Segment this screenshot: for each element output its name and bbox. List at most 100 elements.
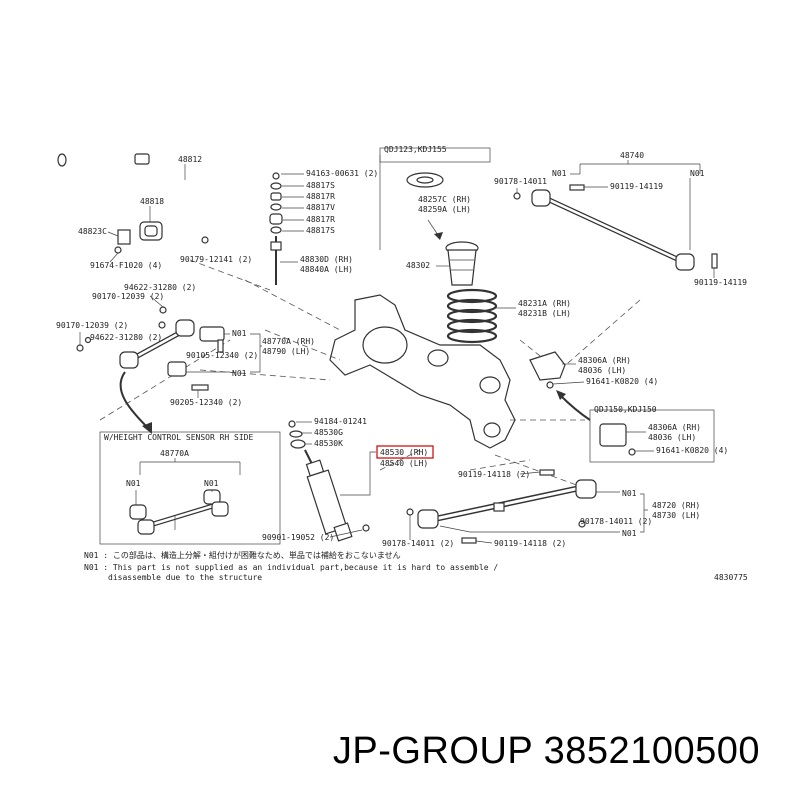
label-48530k: 48530K (314, 439, 343, 448)
bolt-icon (191, 384, 209, 391)
label-48830d: 48830D (RH) (300, 255, 353, 264)
label-48770a: 48770A (RH) (262, 337, 315, 346)
label-48306a: 48306A (RH) (578, 356, 631, 365)
nut-icon (76, 344, 84, 352)
label-n01a: N01 (552, 169, 567, 178)
washer-icon (84, 336, 92, 344)
label-48231a: 48231A (RH) (518, 299, 571, 308)
bolt-icon (461, 537, 477, 544)
label-48036: 48036 (LH) (578, 366, 626, 375)
label-48540: 48540 (LH) (380, 459, 428, 468)
lower-control-arm (417, 479, 597, 529)
label-n01d: N01 (232, 369, 247, 378)
bolt-icon (201, 236, 209, 244)
label-n01g: N01 (622, 489, 637, 498)
bolt-icon (569, 184, 585, 191)
label-48823c: 48823C (78, 227, 107, 236)
bracket-48823c (117, 229, 131, 245)
label-48770a2: 48770A (160, 449, 189, 458)
label-n01h: N01 (622, 529, 637, 538)
label-48257c: 48257C (RH) (418, 195, 471, 204)
label-48812: 48812 (178, 155, 202, 164)
rear-axle-housing (329, 294, 516, 449)
label-48302: 48302 (406, 261, 430, 270)
label-48036b: 48036 (LH) (648, 433, 696, 442)
label-48231b: 48231B (LH) (518, 309, 571, 318)
label-48818: 48818 (140, 197, 164, 206)
nut-icon (578, 520, 586, 528)
label-94622b: 94622-31280 (2) (90, 333, 162, 342)
label-wsensor: W/HEIGHT CONTROL SENSOR RH SIDE (104, 433, 253, 442)
bump-stopper (445, 241, 479, 286)
label-48817r2: 48817R (306, 215, 335, 224)
label-91674: 91674-F1020 (4) (90, 261, 162, 270)
stabilizer-bushing (139, 221, 163, 241)
arm-bushing (167, 361, 187, 377)
sensor-side-box (99, 431, 281, 545)
label-90170a: 90170-12039 (2) (92, 292, 164, 301)
nut-icon (406, 508, 414, 516)
label-90179a: 90179-12141 (2) (180, 255, 252, 264)
label-91641b: 91641-K0820 (4) (656, 446, 728, 455)
label-n01f: N01 (204, 479, 219, 488)
label-48817r: 48817R (306, 192, 335, 201)
footer-part-id: JP-GROUP 3852100500 (0, 730, 760, 773)
stabilizer-link-stack (269, 172, 283, 285)
label-48740: 48740 (620, 151, 644, 160)
nut-icon (159, 306, 167, 314)
nut-icon (513, 192, 521, 200)
bolt-icon (114, 246, 122, 254)
label-91641a: 91641-K0820 (4) (586, 377, 658, 386)
label-48817s2: 48817S (306, 226, 335, 235)
arm-bushing (199, 326, 225, 342)
label-48790: 48790 (LH) (262, 347, 310, 356)
label-90178c: 90178-14011 (2) (382, 539, 454, 548)
label-94184: 94184-01241 (314, 417, 367, 426)
label-90119d: 90119-14118 (2) (494, 539, 566, 548)
label-48720: 48720 (RH) (652, 501, 700, 510)
label-90205: 90205-12340 (2) (170, 398, 242, 407)
upper-control-arm (119, 319, 195, 369)
label-94163: 94163-00631 (2) (306, 169, 378, 178)
label-90170b: 90170-12039 (2) (56, 321, 128, 330)
stabilizer-bar (57, 153, 260, 246)
label-48530: 48530 (RH) (380, 448, 428, 457)
label-48259a: 48259A (LH) (418, 205, 471, 214)
bolt-icon (539, 469, 555, 476)
bolt-icon (217, 339, 224, 353)
variant-box-qdj2 (589, 409, 715, 463)
label-90178a: 90178-14011 (494, 177, 547, 186)
label-n01c: N01 (232, 329, 247, 338)
note-english-1: N01 : This part is not supplied as an in… (84, 563, 498, 572)
label-48817s: 48817S (306, 181, 335, 190)
label-n01e: N01 (126, 479, 141, 488)
label-48730: 48730 (LH) (652, 511, 700, 520)
figure-code: 4830775 (714, 573, 748, 582)
label-94622a: 94622-31280 (2) (124, 283, 196, 292)
sensor-control-arm (129, 489, 229, 535)
height-sensor-bracket-2 (599, 423, 636, 456)
label-n01b: N01 (690, 169, 705, 178)
label-90119c: 90119-14118 (2) (458, 470, 530, 479)
bolt-icon (711, 253, 718, 269)
label-90105: 90105-12340 (2) (186, 351, 258, 360)
height-sensor-bracket (529, 351, 566, 389)
label-qdj2: QDJ150,KDJ150 (594, 405, 657, 414)
label-48840a: 48840A (LH) (300, 265, 353, 274)
brand-name: JP-GROUP (332, 730, 533, 772)
shock-absorber (288, 420, 370, 542)
washer-icon (158, 321, 166, 329)
label-90178b: 90178-14011 (2) (580, 517, 652, 526)
upper-lateral-rod (531, 189, 695, 271)
label-90119b: 90119-14119 (694, 278, 747, 287)
part-number: 3852100500 (543, 730, 760, 772)
label-90119a: 90119-14119 (610, 182, 663, 191)
label-48306a2: 48306A (RH) (648, 423, 701, 432)
coil-spring (446, 288, 498, 344)
label-48530g: 48530G (314, 428, 343, 437)
note-japanese: N01 : この部品は、構造上分解・組付けが困難なため、単品では補給をおこないま… (84, 550, 401, 560)
label-90901: 90901-19052 (2) (262, 533, 334, 542)
spring-seat (406, 172, 444, 188)
